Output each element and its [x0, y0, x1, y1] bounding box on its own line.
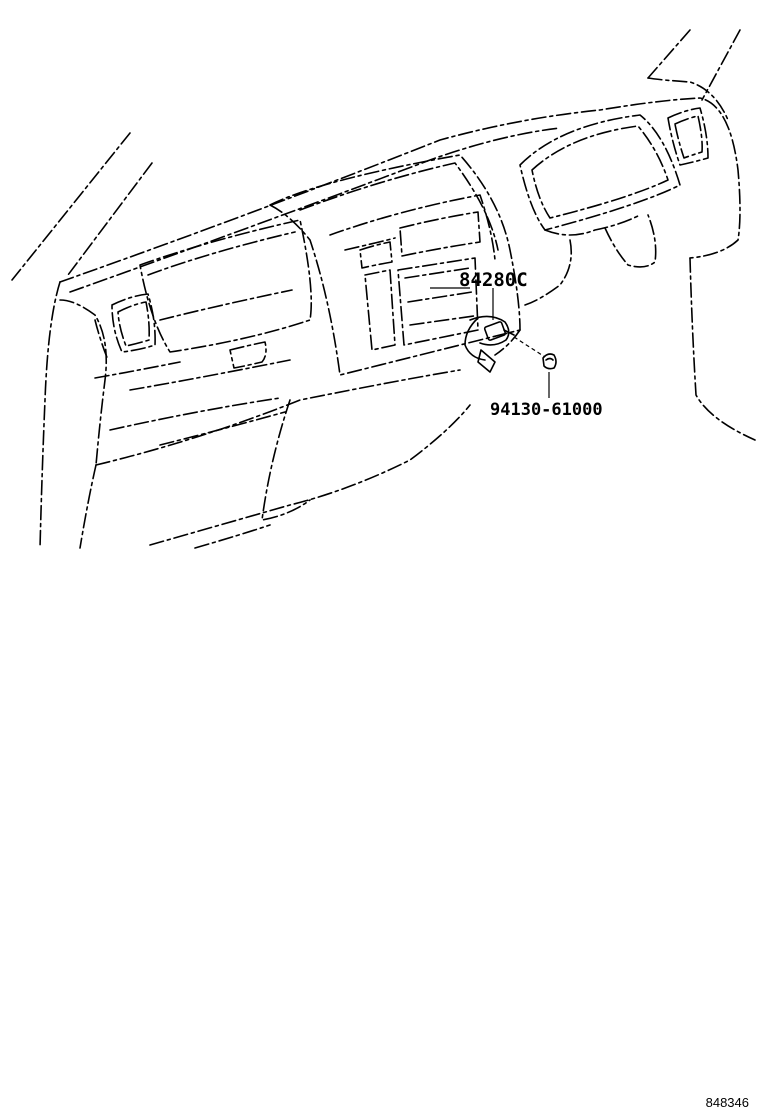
clip-part [542, 353, 557, 370]
illustration-number: 848346 [706, 1095, 749, 1110]
switch-assembly [464, 315, 546, 373]
dashboard-body [39, 97, 756, 549]
windshield-pillars [11, 29, 741, 281]
part-label-84280c: 84280C [459, 269, 528, 291]
part-label-94130-61000: 94130-61000 [490, 400, 603, 420]
